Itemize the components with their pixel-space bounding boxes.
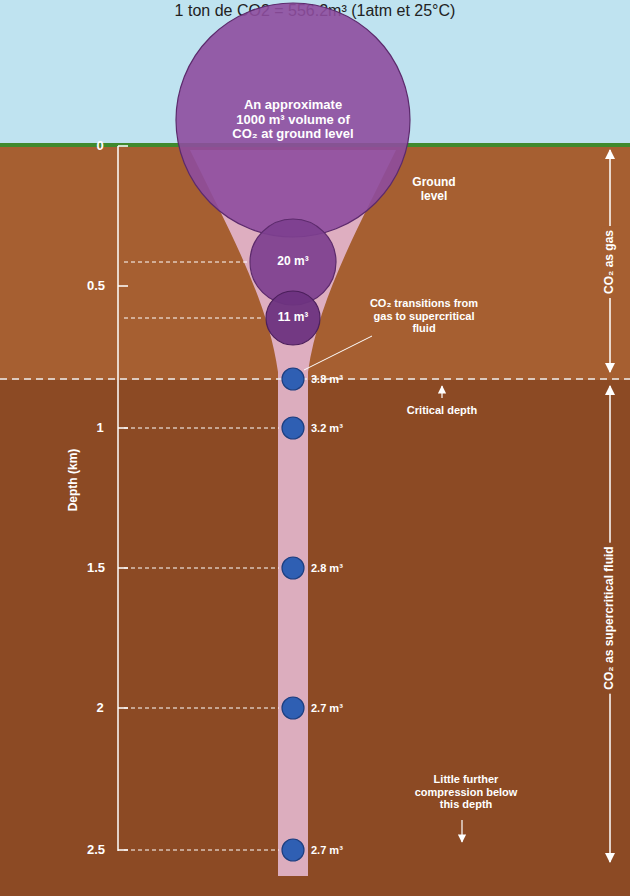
volume-label: 2.7 m³ [311,844,343,857]
circle-shape [282,557,304,579]
volume-dot: 3.8 m³ [281,367,305,391]
circle-outline [281,556,305,580]
compression-arrow [461,820,462,842]
volume-text: An approximate 1000 m³ volume of CO₂ at … [228,98,358,143]
phase-label: CO₂ as supercritical fluid [601,542,619,693]
critical-depth-note: Critical depth [407,404,477,417]
circle-shape [282,417,304,439]
ground-level-note: Ground level [399,176,469,204]
depth-tick: 0 [96,139,103,154]
depth-guides [124,262,279,850]
critical-arrow [441,386,442,398]
circle-shape [282,697,304,719]
circle-outline [281,367,305,391]
funnel-column [190,150,396,876]
depth-tick: 2.5 [87,843,105,858]
volume-dot: 2.7 m³ [281,696,305,720]
depth-axis [118,146,128,851]
compression-note: Little further compression below this de… [409,773,524,811]
transition-note: CO₂ transitions from gas to supercritica… [364,297,484,335]
leader-line [304,336,372,370]
phase-label: CO₂ as gas [601,226,619,298]
depth-tick: 0.5 [87,279,105,294]
volume-label: 3.8 m³ [311,373,343,386]
volume-dot: 2.7 m³ [281,838,305,862]
volume-text: 11 m³ [268,311,318,325]
volume-text: 20 m³ [258,255,328,269]
volume-label: 2.7 m³ [311,702,343,715]
circle-shape [282,368,304,390]
lower-ground [0,380,630,896]
volume-dot: 3.2 m³ [281,416,305,440]
volume-circle: An approximate 1000 m³ volume of CO₂ at … [175,2,411,238]
circle-shape [282,839,304,861]
volume-circle: 11 m³ [265,290,321,346]
circle-shape [266,291,320,345]
circle-outline [281,696,305,720]
circle-shape [176,3,410,237]
circle-outline [281,416,305,440]
volume-label: 3.2 m³ [311,422,343,435]
axis-title: Depth (km) [67,449,81,512]
depth-tick: 1 [96,421,103,436]
volume-dot: 2.8 m³ [281,556,305,580]
volume-label: 2.8 m³ [311,562,343,575]
depth-tick: 1.5 [87,561,105,576]
circle-outline [281,838,305,862]
depth-tick: 2 [96,701,103,716]
